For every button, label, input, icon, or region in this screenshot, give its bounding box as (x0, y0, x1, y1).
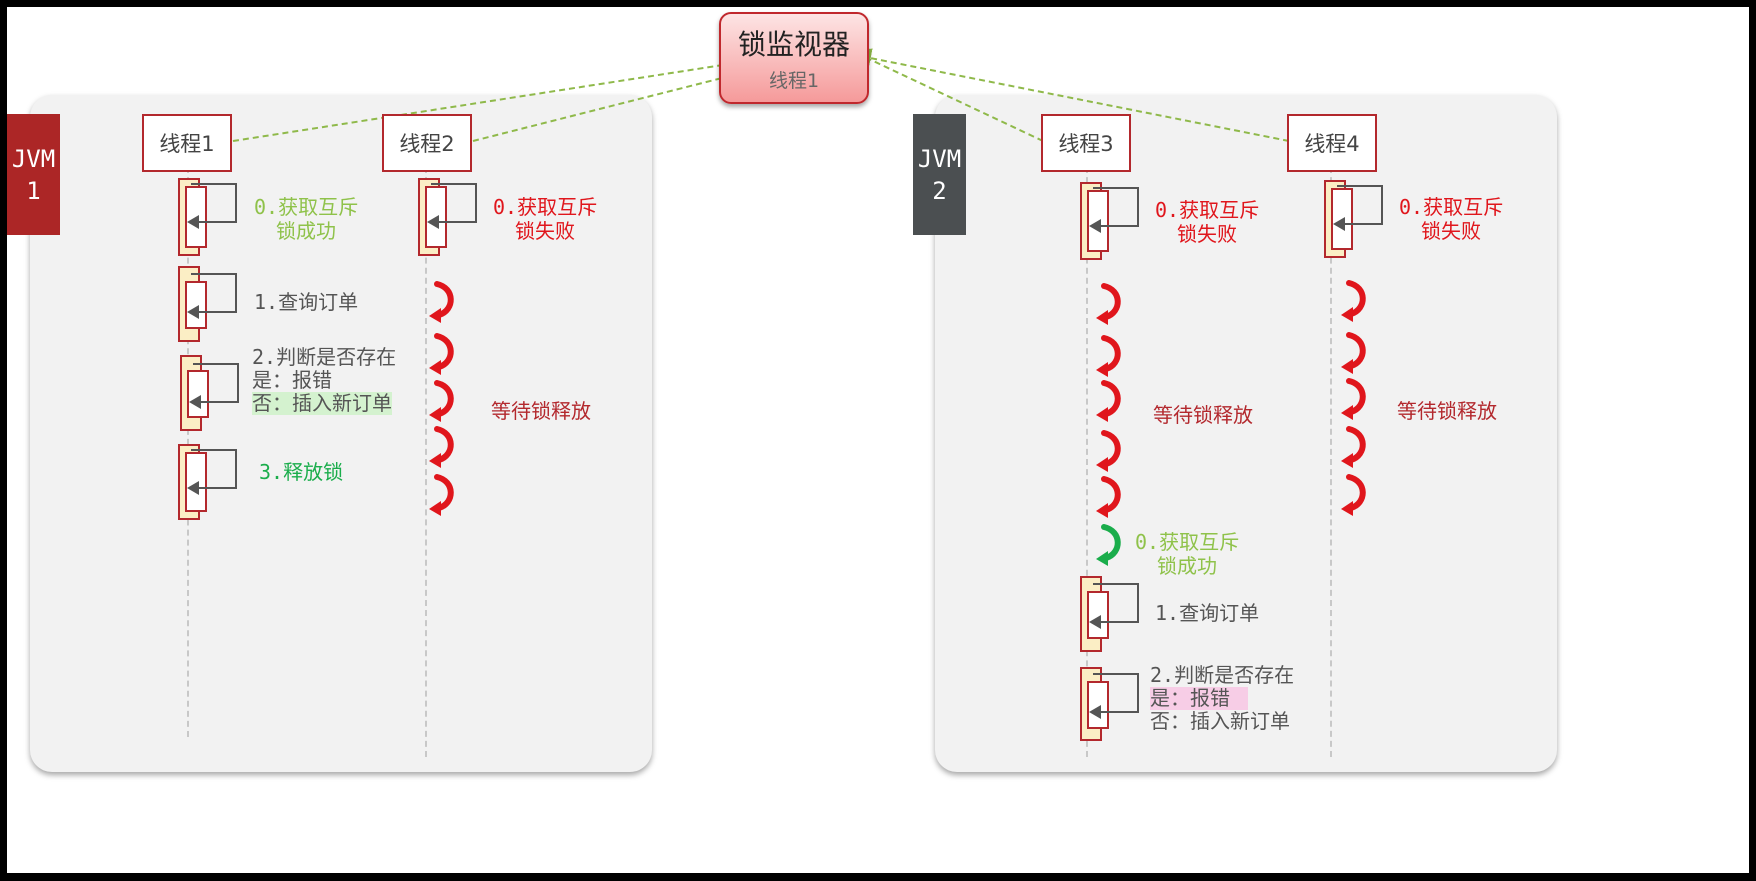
thread1-step0-label: 0.获取互斥 锁成功 (254, 195, 358, 243)
thread3-label: 线程3 (1058, 132, 1114, 156)
thread1-selfcall-1-arrow (187, 273, 237, 319)
thread3-wait-label: 等待锁释放 (1153, 403, 1253, 427)
thread2-wait-arrow (429, 281, 454, 323)
thread2-wait-arrow (429, 474, 454, 516)
thread3-step0-line1: 0.获取互斥 (1155, 198, 1260, 222)
thread2-wait-arrow (429, 426, 454, 468)
thread4-box: 线程4 (1287, 114, 1377, 172)
diagram-canvas: JVM 1 JVM 2 锁监视器 线程1 线程1 线程2 线程3 线程4 (7, 7, 1749, 873)
thread1-selfcall-2-arrow (189, 363, 239, 409)
thread2-step0-label: 0.获取互斥 锁失败 (493, 195, 597, 243)
thread1-step2-line3: 否：插入新订单 (252, 391, 392, 415)
thread2-label: 线程2 (399, 132, 455, 156)
thread3-step0-line2: 锁失败 (1177, 222, 1237, 246)
thread4-wait-arrow (1341, 426, 1366, 468)
thread2-step0-line2: 锁失败 (515, 219, 575, 243)
thread3-retry-label: 0.获取互斥 锁成功 (1135, 530, 1239, 578)
thread3-retry-line2: 锁成功 (1157, 554, 1217, 578)
thread2-wait-label: 等待锁释放 (491, 399, 591, 423)
thread1-step0-line1: 0.获取互斥 (254, 195, 359, 219)
thread2-wait-arrow (429, 380, 454, 422)
thread3-step2-line2: 是：报错 (1150, 687, 1248, 710)
thread2-wait-arrow (429, 333, 454, 375)
thread4-wait-arrow (1341, 280, 1366, 322)
thread1-step2-line1: 2.判断是否存在 (252, 345, 397, 369)
thread4-to-monitor-arrow (851, 48, 1290, 142)
thread3-acquire-arrow (1096, 524, 1121, 566)
thread3-step2-label: 2.判断是否存在 是：报错 否：插入新订单 (1150, 664, 1294, 733)
thread1-step0-line2: 锁成功 (276, 219, 336, 243)
jvm2-tag-line2: 2 (932, 176, 947, 205)
thread3-to-monitor-arrow (848, 48, 1044, 142)
thread3-selfcall-2-arrow (1089, 673, 1139, 719)
thread4-wait-arrow (1341, 474, 1366, 516)
thread1-selfcall-0-arrow (187, 183, 237, 229)
thread4-label: 线程4 (1304, 132, 1360, 156)
lock-monitor: 锁监视器 线程1 (719, 12, 869, 104)
lock-monitor-holder: 线程1 (768, 70, 820, 92)
thread3-step2-line1: 2.判断是否存在 (1150, 663, 1295, 687)
thread2-box: 线程2 (382, 114, 472, 172)
thread3-selfcall-0-arrow (1089, 187, 1139, 233)
thread4-step0-line1: 0.获取互斥 (1399, 195, 1504, 219)
thread3-wait-arrow (1096, 283, 1121, 325)
thread4-step0-label: 0.获取互斥 锁失败 (1399, 195, 1503, 243)
thread2-selfcall-0-arrow (427, 183, 477, 229)
lock-monitor-title: 锁监视器 (737, 28, 850, 61)
thread4-wait-arrow (1341, 332, 1366, 374)
thread3-wait-arrow (1096, 430, 1121, 472)
thread4-wait-arrow (1341, 378, 1366, 420)
jvm2-panel (935, 95, 1557, 772)
jvm1-tag-line2: 1 (26, 176, 41, 205)
thread3-selfcall-1-arrow (1089, 583, 1139, 629)
jvm2-tag-line1: JVM (917, 144, 962, 173)
thread4-lifeline (1330, 167, 1332, 757)
thread3-box: 线程3 (1041, 114, 1131, 172)
thread3-retry-line1: 0.获取互斥 (1135, 530, 1240, 554)
jvm2-tag: JVM 2 (913, 114, 966, 235)
thread4-step0-line2: 锁失败 (1421, 219, 1481, 243)
thread1-step1-label: 1.查询订单 (254, 290, 359, 314)
thread3-lifeline (1086, 167, 1088, 757)
thread1-step3-label: 3.释放锁 (259, 460, 344, 484)
jvm1-tag: JVM 1 (7, 114, 60, 235)
thread3-step2-line3: 否：插入新订单 (1150, 709, 1290, 733)
thread3-step1-label: 1.查询订单 (1155, 601, 1260, 625)
thread1-step2-label: 2.判断是否存在 是：报错 否：插入新订单 (252, 346, 396, 415)
jvm1-panel (30, 95, 652, 772)
thread3-step0-label: 0.获取互斥 锁失败 (1155, 198, 1259, 246)
thread3-wait-arrow (1096, 476, 1121, 518)
thread2-lifeline (425, 167, 427, 757)
thread4-selfcall-0-arrow (1333, 185, 1383, 231)
thread3-wait-arrow (1096, 380, 1121, 422)
thread1-selfcall-3-arrow (187, 449, 237, 495)
thread1-label: 线程1 (159, 132, 215, 156)
thread4-wait-label: 等待锁释放 (1397, 399, 1497, 423)
connector-layer (232, 43, 1366, 566)
thread2-step0-line1: 0.获取互斥 (493, 195, 598, 219)
thread3-wait-arrow (1096, 335, 1121, 377)
thread1-step2-line2: 是：报错 (252, 368, 332, 392)
thread1-to-monitor-arrow (232, 43, 817, 142)
jvm1-tag-line1: JVM (11, 144, 56, 173)
thread1-box: 线程1 (142, 114, 232, 172)
